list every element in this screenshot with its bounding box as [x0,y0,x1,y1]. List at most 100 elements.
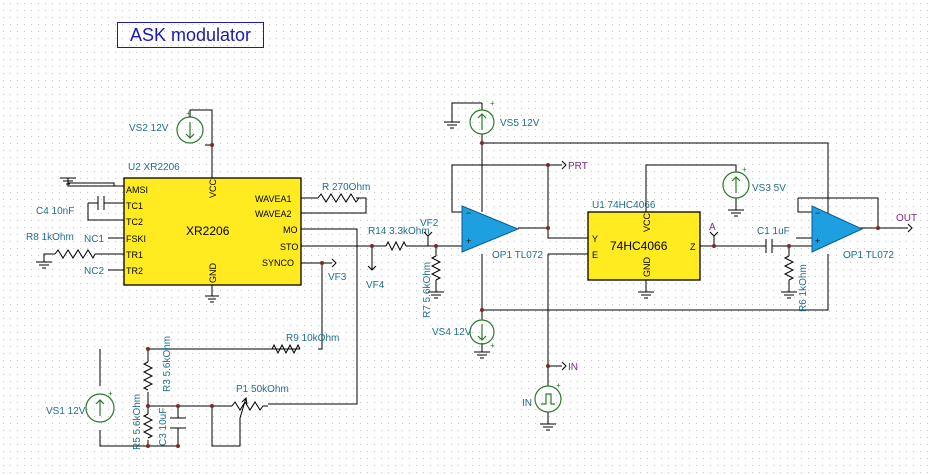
r8-resistor[interactable] [54,249,96,260]
xr-pin-tc1: TC1 [126,201,143,211]
hc-pin-e: E [592,250,598,260]
xr-pin-tr1: TR1 [126,250,143,260]
svg-text:+: + [490,341,495,350]
hc-pin-vcc: VCC [642,212,652,232]
vs5-label: VS5 12V [500,118,540,129]
r2-label: R 270Ohm [322,182,370,193]
c3-label: C3 10uF [158,408,169,446]
in-net-label: IN [568,362,578,373]
svg-text:+: + [742,165,747,174]
a-net-label: A [709,222,716,233]
ground-icon [428,291,444,299]
ground-icon [36,261,52,269]
hc-pin-y: Y [592,234,598,244]
xr-pin-fski: FSKI [126,234,146,244]
r6-label: R6 1kOhm [798,264,809,312]
svg-text:+: + [556,381,561,390]
hc-pin-gnd: GND [642,257,652,278]
svg-text:−: − [815,208,820,218]
vs3-label: VS3 5V [752,183,786,194]
ground-icon [474,351,490,359]
a-probe[interactable] [709,231,719,237]
ground-icon [540,423,556,431]
out-terminal[interactable] [907,223,913,233]
vs5-source[interactable]: + [469,99,495,135]
vf2-probe[interactable] [423,231,433,246]
vf4-probe[interactable] [367,262,377,271]
xr-pin-wavea1: WAVEA1 [255,194,292,204]
svg-text:+: + [186,109,191,118]
ground-icon [638,291,654,299]
r14-label: R14 3.3kOhm [368,226,430,237]
hc-pin-z: Z [690,242,696,252]
xr-pin-mo: MO [283,225,298,235]
r9-label: R9 10kOhm [286,333,339,344]
vf2-label: VF2 [420,218,439,229]
vf3-probe[interactable] [331,258,337,268]
svg-text:+: + [108,389,113,398]
r7-resistor[interactable] [430,255,442,281]
xr-pin-wavea2: WAVEA2 [255,209,292,219]
in-source[interactable]: + [534,381,562,413]
xr-pin-synco: SYNCO [262,258,294,268]
xr-pin-vcc: VCC [208,178,218,198]
op1b-label: OP1 TL072 [843,250,894,261]
prt-net-label: PRT [568,161,588,172]
xr-pin-gnd: GND [208,263,218,284]
r5-label: R5 5.6kOhm [132,394,143,450]
diagram-title: ASK modulator [117,22,264,48]
svg-text:+: + [815,236,820,246]
vs1-label: VS1 12V [46,406,86,417]
xr2206-name: XR2206 [186,224,230,238]
out-label: OUT [896,213,917,224]
hc4066-ref: U1 74HC4066 [592,200,656,211]
vf4-label: VF4 [366,280,385,291]
p1-potentiometer[interactable] [231,396,268,419]
r3-label: R3 5.6kOhm [162,336,173,392]
wires [43,102,908,447]
op1a-label: OP1 TL072 [492,250,543,261]
xr2206-chip[interactable] [123,177,302,286]
junction-dots [146,141,880,448]
prt-net-marker [561,160,567,170]
ground-icon [781,291,797,299]
xr2206-ref: U2 XR2206 [128,162,180,173]
c1-capacitor[interactable] [762,239,776,253]
r14-resistor[interactable] [385,240,407,252]
hc4066-chip[interactable] [587,211,701,281]
vs4-source[interactable]: + [469,319,495,350]
nc2-label: NC2 [84,266,104,277]
vf3-label: VF3 [328,272,347,283]
vs1-source[interactable]: + [85,389,115,423]
r3-resistor[interactable] [142,361,154,391]
xr-pin-sto: STO [280,242,298,252]
vs4-label: VS4 12V [432,327,472,338]
xr-pin-tc2: TC2 [126,217,143,227]
c4-capacitor[interactable] [88,196,112,210]
vs3-source[interactable]: + [722,165,750,199]
svg-text:−: − [466,208,471,218]
c3-capacitor[interactable] [170,417,186,429]
svg-text:+: + [466,236,471,246]
ground-icon [205,295,219,303]
r5-resistor[interactable] [142,413,154,439]
in-source-label: IN [522,398,532,409]
op1a-opamp[interactable]: − + [461,205,520,253]
r9-resistor[interactable] [271,343,301,355]
xr-pin-tr2: TR2 [126,266,143,276]
op1b-opamp[interactable]: − + [811,205,864,253]
nc1-label: NC1 [84,234,104,245]
r6-resistor[interactable] [783,255,795,281]
ground-icon [728,209,744,217]
c4-label: C4 10nF [36,206,74,217]
hc4066-name: 74HC4066 [610,239,668,253]
r7-label: R7 5.6kOhm [422,262,433,318]
p1-label: P1 50kOhm [236,384,289,395]
r8-label: R8 1kOhm [26,232,74,243]
r2-resistor[interactable] [317,193,360,203]
ground-icon [444,121,460,129]
c1-label: C1 1uF [757,226,790,237]
xr-pin-amsi: AMSI [126,185,148,195]
vs2-source[interactable]: + [176,109,213,145]
